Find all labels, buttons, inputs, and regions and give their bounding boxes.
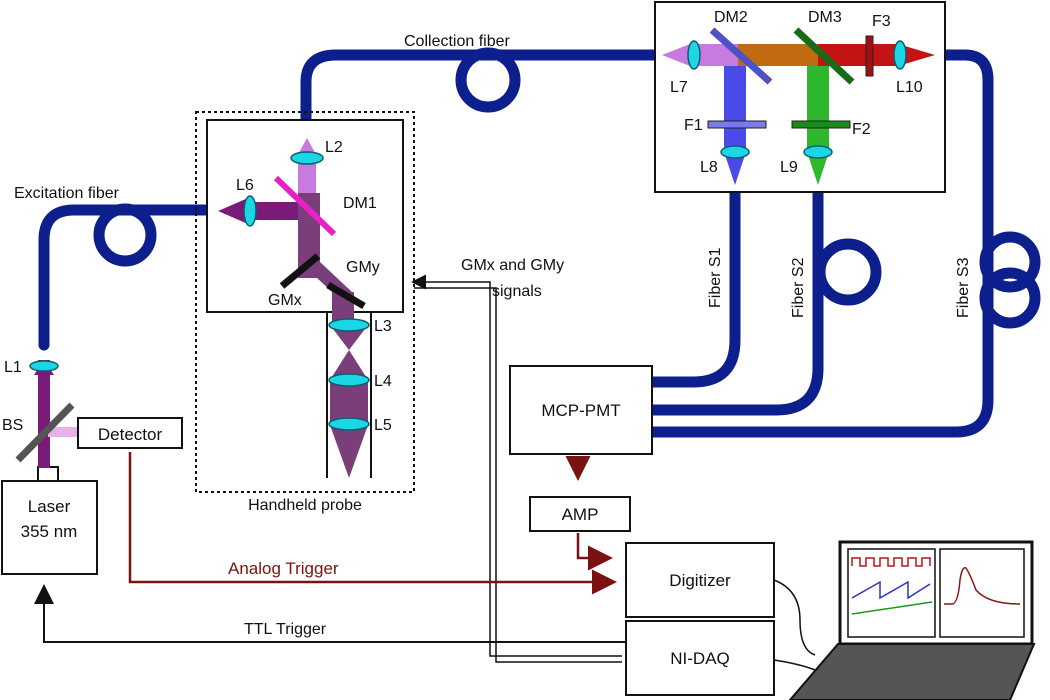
label-L7: L7 (670, 79, 688, 96)
mcp-pmt-label: MCP-PMT (541, 401, 620, 420)
excitation-fiber-label: Excitation fiber (14, 185, 120, 202)
label-L5: L5 (374, 417, 392, 434)
handheld-probe-label: Handheld probe (248, 497, 362, 514)
digitizer-cable (773, 579, 816, 656)
label-F2: F2 (852, 121, 871, 138)
lens-L9 (803, 145, 833, 159)
lens-L7 (687, 40, 701, 70)
excitation-fiber (38, 203, 218, 351)
amp-label: AMP (562, 505, 599, 524)
laser-label: Laser (28, 497, 71, 516)
nidaq-box (625, 620, 775, 696)
mcp-pmt-box (509, 365, 653, 455)
uv-beam (38, 360, 50, 468)
lens-L4 (328, 373, 370, 387)
dichroic-DM2 (709, 27, 773, 85)
label-BS: BS (2, 417, 23, 434)
laptop (788, 540, 1036, 700)
collection-fiber (300, 47, 666, 124)
detector-box (77, 417, 183, 449)
dichroic-DM1 (273, 175, 337, 237)
label-L1: L1 (4, 359, 22, 376)
analog-trigger-line (128, 452, 617, 595)
lens-L3 (328, 318, 370, 332)
label-DM1: DM1 (343, 195, 377, 212)
label-F3: F3 (872, 13, 891, 30)
fiber-s1 (646, 184, 741, 388)
label-L6: L6 (236, 177, 254, 194)
nidaq-cable (773, 659, 816, 671)
digitizer-label: Digitizer (669, 571, 731, 590)
gm-signals-label-2: signals (492, 283, 542, 300)
laptop-base (788, 643, 1036, 700)
ttl-trigger-label: TTL Trigger (244, 621, 327, 638)
fiber-s2-label: Fiber S2 (790, 257, 807, 318)
galvo-mirror-GMx (279, 253, 321, 289)
nidaq-label: NI-DAQ (670, 649, 730, 668)
lens-L5 (328, 417, 370, 431)
label-L2: L2 (325, 139, 343, 156)
gm-signals-label-1: GMx and GMy (461, 257, 564, 274)
analog-trigger-label: Analog Trigger (228, 559, 339, 578)
label-L10: L10 (896, 79, 923, 96)
lens-L2 (290, 151, 324, 165)
detector-label: Detector (98, 425, 163, 444)
filter-F3 (865, 35, 874, 77)
label-L4: L4 (374, 373, 392, 390)
label-F1: F1 (684, 117, 703, 134)
ttl-trigger-line (34, 584, 626, 643)
amp-to-digitizer-arrow (576, 533, 613, 571)
handheld-probe-outline (195, 111, 415, 493)
collection-fiber-label: Collection fiber (404, 33, 511, 50)
label-DM3: DM3 (808, 9, 842, 26)
fiber-s1-label: Fiber S1 (707, 247, 724, 308)
label-DM2: DM2 (714, 9, 748, 26)
fiber-s3-label: Fiber S3 (955, 257, 972, 318)
laser-wavelength: 355 nm (21, 522, 78, 541)
fiber-s2 (646, 184, 882, 416)
label-L3: L3 (374, 318, 392, 335)
laser-assembly: Laser 355 nm (1, 466, 98, 575)
split-beam (48, 427, 78, 437)
fiber-s3 (646, 49, 1041, 438)
lens-L6 (243, 195, 257, 227)
gm-signal-line (411, 274, 622, 663)
label-GMy: GMy (346, 259, 380, 276)
label-GMx: GMx (268, 292, 302, 309)
beam-splitter (15, 402, 75, 463)
amp-box (529, 496, 631, 532)
lens-L8 (720, 145, 750, 159)
label-L9: L9 (780, 159, 798, 176)
relay-lens-tube (326, 312, 372, 478)
laser-box (1, 480, 98, 575)
galvo-mirror-GMy (326, 281, 366, 310)
lens-L10 (893, 40, 907, 70)
dichroic-DM3 (793, 27, 855, 85)
label-L8: L8 (700, 159, 718, 176)
filter-F2 (791, 120, 851, 129)
filter-F1 (707, 120, 767, 129)
lens-L1 (29, 360, 59, 372)
